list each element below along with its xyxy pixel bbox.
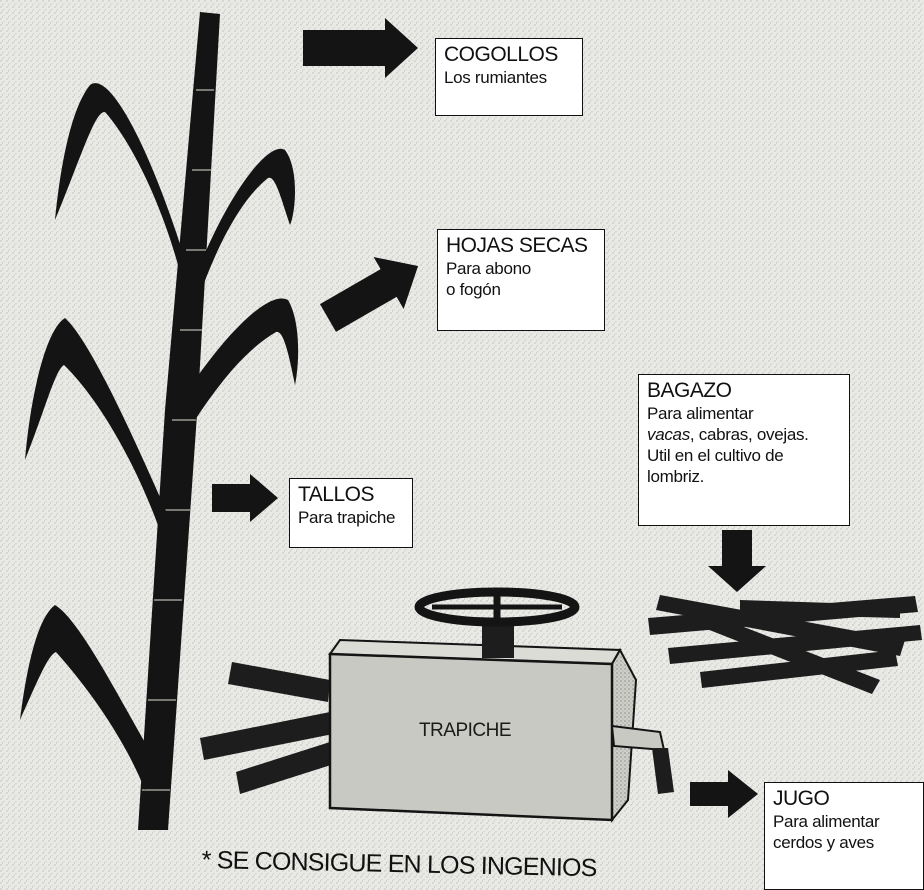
hojas-secas-line2: o fogón: [446, 280, 501, 299]
arrow-jugo: [690, 770, 758, 818]
sugarcane-plant: [20, 12, 299, 830]
cane-feed-1: [228, 662, 330, 702]
tallos-box: TALLOS Para trapiche: [289, 478, 413, 548]
leaf-upper-right: [198, 148, 295, 300]
arrow-bagazo: [708, 530, 766, 592]
cane-feed-3: [236, 742, 334, 794]
bagazo-line3: Util en el cultivo de: [647, 446, 784, 465]
bagazo-line4: lombriz.: [647, 467, 705, 486]
cogollos-box: COGOLLOS Los rumiantes: [435, 38, 583, 116]
bagazo-box: BAGAZO Para alimentar vacas, cabras, ove…: [638, 374, 850, 526]
bagazo-title: BAGAZO: [647, 379, 732, 402]
bagazo-line2-italic: vacas: [647, 425, 690, 444]
tallos-desc: Para trapiche: [298, 508, 396, 527]
arrow-cogollos: [303, 18, 418, 78]
cane-feed-2: [200, 712, 333, 760]
bagazo-line2: vacas, cabras, ovejas.: [647, 424, 841, 445]
leaf-middle-right: [195, 298, 299, 420]
leaf-lower-left: [20, 605, 155, 790]
jugo-line1: Para alimentar: [773, 812, 880, 831]
jugo-title: JUGO: [773, 787, 830, 810]
trapiche-label: TRAPICHE: [418, 720, 512, 741]
bagazo-line2-rest: , cabras, ovejas.: [689, 425, 809, 444]
jugo-box: JUGO Para alimentar cerdos y aves: [764, 782, 924, 890]
cogollos-title: COGOLLOS: [444, 43, 558, 66]
trapiche-body: [328, 652, 614, 822]
jugo-line2: cerdos y aves: [773, 833, 874, 852]
arrow-tallos: [212, 474, 278, 522]
cogollos-desc: Los rumiantes: [444, 68, 547, 87]
bagazo-line1: Para alimentar: [647, 404, 754, 423]
bagazo-pile: [648, 595, 922, 694]
trapiche-wheel: [414, 587, 580, 627]
hojas-secas-box: HOJAS SECAS Para abono o fogón: [437, 229, 605, 331]
juice-stream: [652, 748, 674, 794]
leaf-upper-left: [55, 83, 182, 265]
hojas-secas-line1: Para abono: [446, 259, 531, 278]
tallos-title: TALLOS: [298, 483, 374, 506]
hojas-secas-title: HOJAS SECAS: [446, 234, 588, 257]
arrow-hojas-secas: [320, 257, 419, 332]
trapiche-machine: [200, 587, 674, 823]
